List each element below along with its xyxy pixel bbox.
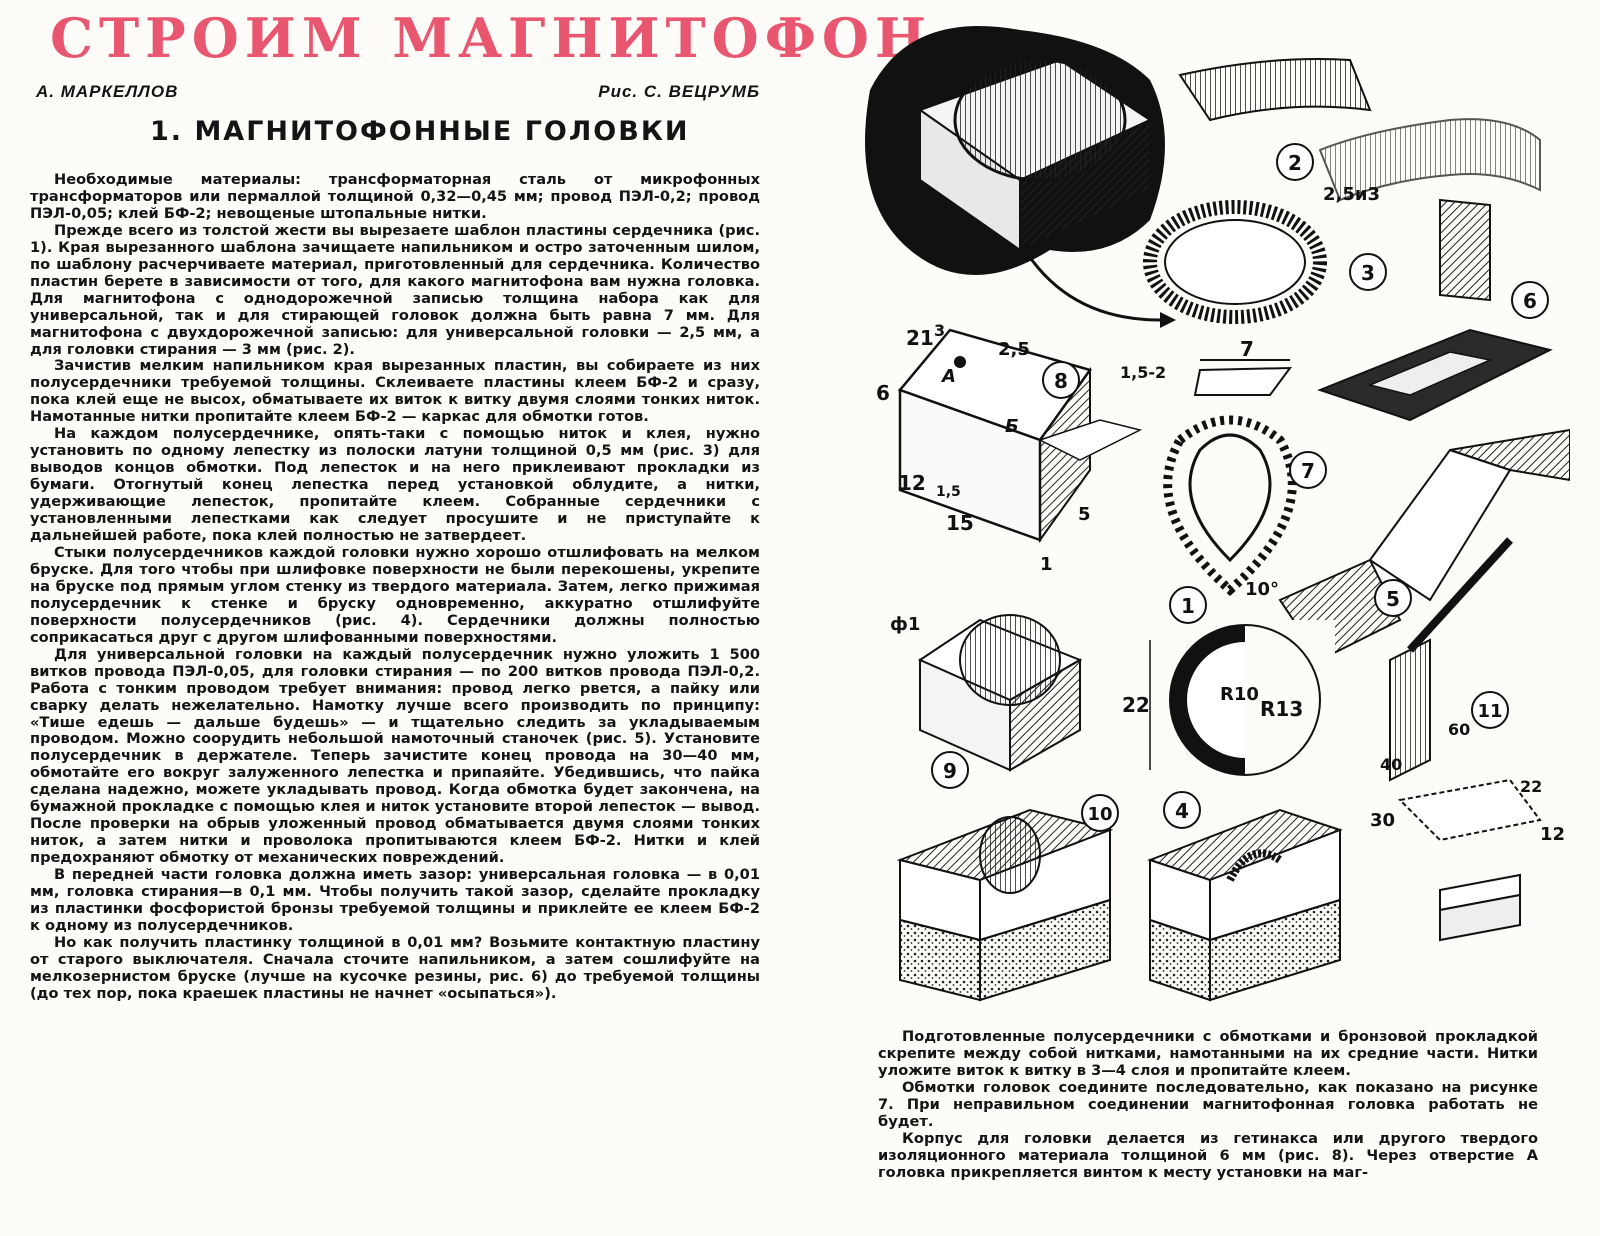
article-body: Необходимые материалы: трансформаторная … xyxy=(30,171,760,1003)
paragraph: Прежде всего из толстой жести вы вырезае… xyxy=(30,221,760,358)
paragraph: На каждом полусердечнике, опять-таки с п… xyxy=(30,425,760,545)
dimension-label: 22 xyxy=(1520,777,1542,796)
figure-number: 5 xyxy=(1386,587,1400,611)
figure-number: 6 xyxy=(1523,289,1537,313)
figure-core-holder-dark xyxy=(865,26,1165,275)
figure-number: 4 xyxy=(1175,799,1189,823)
paragraph: Зачистив мелким напильником края вырезан… xyxy=(30,357,760,426)
figure-6-plate: 6 xyxy=(1317,198,1553,422)
right-page: 2 2,5и3 3 6 8 21 3 xyxy=(865,0,1590,1236)
dimension-label: R10 xyxy=(1220,684,1259,705)
paragraph: В передней части головка должна иметь за… xyxy=(30,866,760,934)
dimension-label: 5 xyxy=(1078,504,1091,525)
figure-number: 9 xyxy=(943,759,957,783)
paragraph: Но как получить пластинку толщиной в 0,0… xyxy=(30,933,760,1002)
article-title: СТРОИМ МАГНИТОФОН xyxy=(50,6,932,70)
dimension-label: 30 xyxy=(1370,810,1395,831)
dimension-label: R13 xyxy=(1260,697,1303,721)
dimension-label: 22 xyxy=(1122,693,1150,717)
figure-gap-detail: 7 xyxy=(1193,337,1293,396)
figure-number: 10 xyxy=(1087,804,1112,825)
figure-8-housing: 8 21 3 А 6 2,5 Б 12 1,5 15 1,5-2 5 1 xyxy=(876,321,1166,575)
technical-illustration: 2 2,5и3 3 6 8 21 3 xyxy=(865,26,1570,1002)
figure-3-ring-coil: 3 xyxy=(1143,200,1387,324)
dimension-label: 3 xyxy=(934,321,945,340)
paragraph: Корпус для головки делается из гетинакса… xyxy=(878,1130,1538,1181)
dimension-label: 1,5-2 xyxy=(1120,363,1166,382)
artist-byline: Рис. С. ВЕЦРУМБ xyxy=(598,82,760,101)
dimension-label: 6 xyxy=(876,381,890,405)
section-title: 1. МАГНИТОФОННЫЕ ГОЛОВКИ xyxy=(150,116,690,147)
paragraph: Обмотки головок соедините последовательн… xyxy=(878,1079,1538,1130)
dimension-label: Б xyxy=(1005,416,1019,437)
figure-number: 2 xyxy=(1288,151,1302,175)
figure-11-cover: 11 30 22 12 xyxy=(1370,691,1565,942)
figure-7-winding: 7 xyxy=(1163,415,1327,597)
dimension-label: 7 xyxy=(1240,337,1254,361)
figure-4-grinding: 4 xyxy=(1147,791,1343,1002)
figure-10-grinding: 10 xyxy=(896,794,1119,1002)
figure-number: 8 xyxy=(1054,369,1068,393)
dimension-label: 10° xyxy=(1245,579,1279,600)
dimension-label: 1,5 xyxy=(936,484,961,500)
dimension-label: А xyxy=(940,366,956,387)
figure-1-template: 1 22 10° R10 R13 xyxy=(1122,579,1335,780)
paragraph: Подготовленные полусердечники с обмоткам… xyxy=(878,1028,1538,1079)
dimension-label: ф1 xyxy=(890,614,920,635)
left-page: СТРОИМ МАГНИТОФОН А. МАРКЕЛЛОВ Рис. С. В… xyxy=(30,0,926,1236)
dimension-label: 40 xyxy=(1380,755,1402,774)
dimension-label: 2,5 xyxy=(998,339,1030,360)
figure-2-lamination: 2 2,5и3 xyxy=(1178,58,1541,205)
dimension-label: 60 xyxy=(1448,720,1470,739)
dimension-label: 12 xyxy=(1540,824,1565,845)
dimension-label: 12 xyxy=(898,471,926,495)
dimension-label: 15 xyxy=(946,511,974,535)
paragraph: Стыки полусердечников каждой головки нуж… xyxy=(30,543,760,646)
author-byline: А. МАРКЕЛЛОВ xyxy=(36,82,179,101)
paragraph: Для универсальной головки на каждый полу… xyxy=(30,645,760,867)
figure-number: 11 xyxy=(1477,701,1502,722)
figure-number: 1 xyxy=(1181,594,1195,618)
paragraph: Необходимые материалы: трансформаторная … xyxy=(30,171,760,222)
dimension-label: 21 xyxy=(906,326,934,350)
figure-number: 7 xyxy=(1301,459,1315,483)
right-column-text: Подготовленные полусердечники с обмоткам… xyxy=(878,1028,1538,1181)
dimension-label: 1 xyxy=(1040,554,1053,575)
figure-number: 3 xyxy=(1361,261,1375,285)
dimension-label: 2,5и3 xyxy=(1323,184,1380,205)
figure-9-assembled-head: 9 ф1 xyxy=(890,614,1083,789)
